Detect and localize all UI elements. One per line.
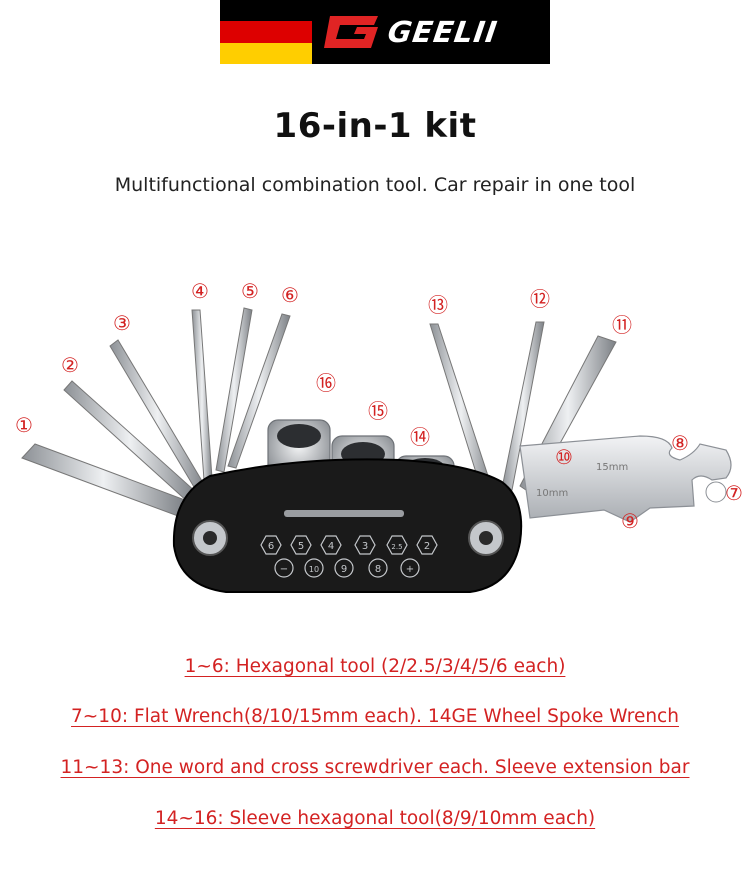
- flat-wrench: 15mm 10mm: [519, 435, 732, 523]
- callout-15: ⑮: [368, 399, 388, 423]
- callout-2: ②: [61, 353, 79, 377]
- callout-13: ⑬: [428, 293, 448, 317]
- callout-12: ⑫: [530, 287, 550, 311]
- description-line: 14~16: Sleeve hexagonal tool(8/9/10mm ea…: [0, 808, 750, 829]
- callout-5: ⑤: [241, 279, 259, 303]
- hex-keys: [21, 307, 291, 517]
- flag-stripe-black: [220, 0, 312, 22]
- callout-1: ①: [15, 413, 33, 437]
- callout-14: ⑭: [410, 425, 430, 449]
- mark-8: 8: [375, 564, 381, 575]
- description-line: 11~13: One word and cross screwdriver ea…: [0, 757, 750, 778]
- description-text: 11~13: One word and cross screwdriver ea…: [60, 757, 690, 778]
- page-subtitle: Multifunctional combination tool. Car re…: [114, 174, 636, 196]
- hex-mark-6: 6: [268, 541, 274, 552]
- hex-size-markings: [260, 535, 438, 578]
- geelii-logo-mark: [324, 16, 378, 48]
- callout-7: ⑦: [725, 481, 743, 505]
- description-text: 7~10: Flat Wrench(8/10/15mm each). 14GE …: [71, 706, 679, 727]
- flag-stripe-gold: [220, 42, 312, 64]
- brand-name: GEELII: [385, 15, 500, 49]
- german-flag: [220, 0, 312, 64]
- page-title: 16-in-1 kit: [273, 106, 477, 146]
- brand-bar: GEELII: [220, 0, 550, 64]
- hex-mark-2-5: 2.5: [391, 543, 402, 551]
- mark-10: 10: [309, 565, 319, 574]
- tool-body: [172, 458, 523, 593]
- mark-minus: −: [280, 564, 288, 575]
- description-line: 1~6: Hexagonal tool (2/2.5/3/4/5/6 each): [0, 656, 750, 677]
- callout-9: ⑨: [621, 509, 639, 533]
- mark-plus: +: [406, 564, 414, 575]
- callout-4: ④: [191, 279, 209, 303]
- description-line: 7~10: Flat Wrench(8/10/15mm each). 14GE …: [0, 706, 750, 727]
- callout-11: ⑪: [612, 313, 632, 337]
- wrench-label-15mm: 15mm: [596, 462, 628, 473]
- hex-mark-4: 4: [328, 541, 334, 552]
- multitool-illustration: 15mm 10mm 6 5 4 3 2.5: [15, 279, 743, 593]
- wrench-label-10mm: 10mm: [536, 488, 568, 499]
- callout-6: ⑥: [281, 283, 299, 307]
- hex-mark-2: 2: [424, 541, 430, 552]
- callout-3: ③: [113, 311, 131, 335]
- hex-mark-3: 3: [362, 541, 368, 552]
- callout-8: ⑧: [671, 431, 689, 455]
- description-text: 1~6: Hexagonal tool (2/2.5/3/4/5/6 each): [184, 656, 566, 677]
- mark-9: 9: [341, 564, 347, 575]
- hex-mark-5: 5: [298, 541, 304, 552]
- callout-10: ⑩: [555, 445, 573, 469]
- brand-logo: GEELII: [312, 0, 550, 64]
- description-text: 14~16: Sleeve hexagonal tool(8/9/10mm ea…: [154, 808, 596, 829]
- flag-stripe-red: [220, 21, 312, 43]
- callout-16: ⑯: [316, 371, 336, 395]
